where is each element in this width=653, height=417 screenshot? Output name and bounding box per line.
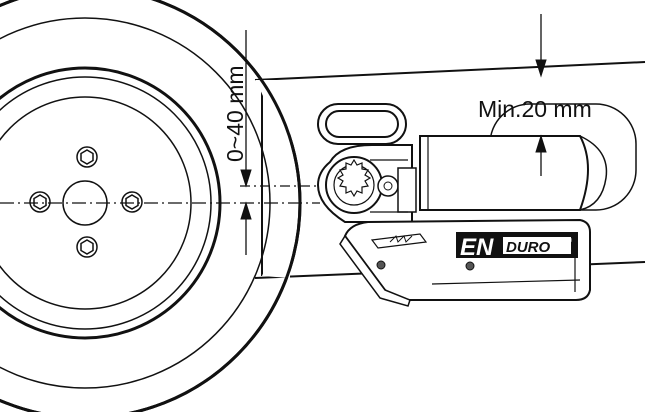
logo-registered-mark: ® (566, 236, 572, 245)
vertical-offset-dimension (240, 30, 252, 255)
drive-roller (316, 144, 417, 223)
min-clearance-label: Min.20 mm (478, 96, 592, 122)
motor-housing (419, 135, 608, 211)
min-clearance-dimension (535, 14, 547, 176)
logo-duro: DURO (506, 239, 550, 256)
tire-mask (255, 80, 290, 278)
vertical-offset-label: 0~40 mm (222, 65, 248, 162)
wheel-bolts (29, 146, 143, 258)
enduro-logo: EN DURO ® (456, 232, 578, 261)
logo-en: EN (460, 234, 494, 261)
wheel (0, 0, 302, 417)
